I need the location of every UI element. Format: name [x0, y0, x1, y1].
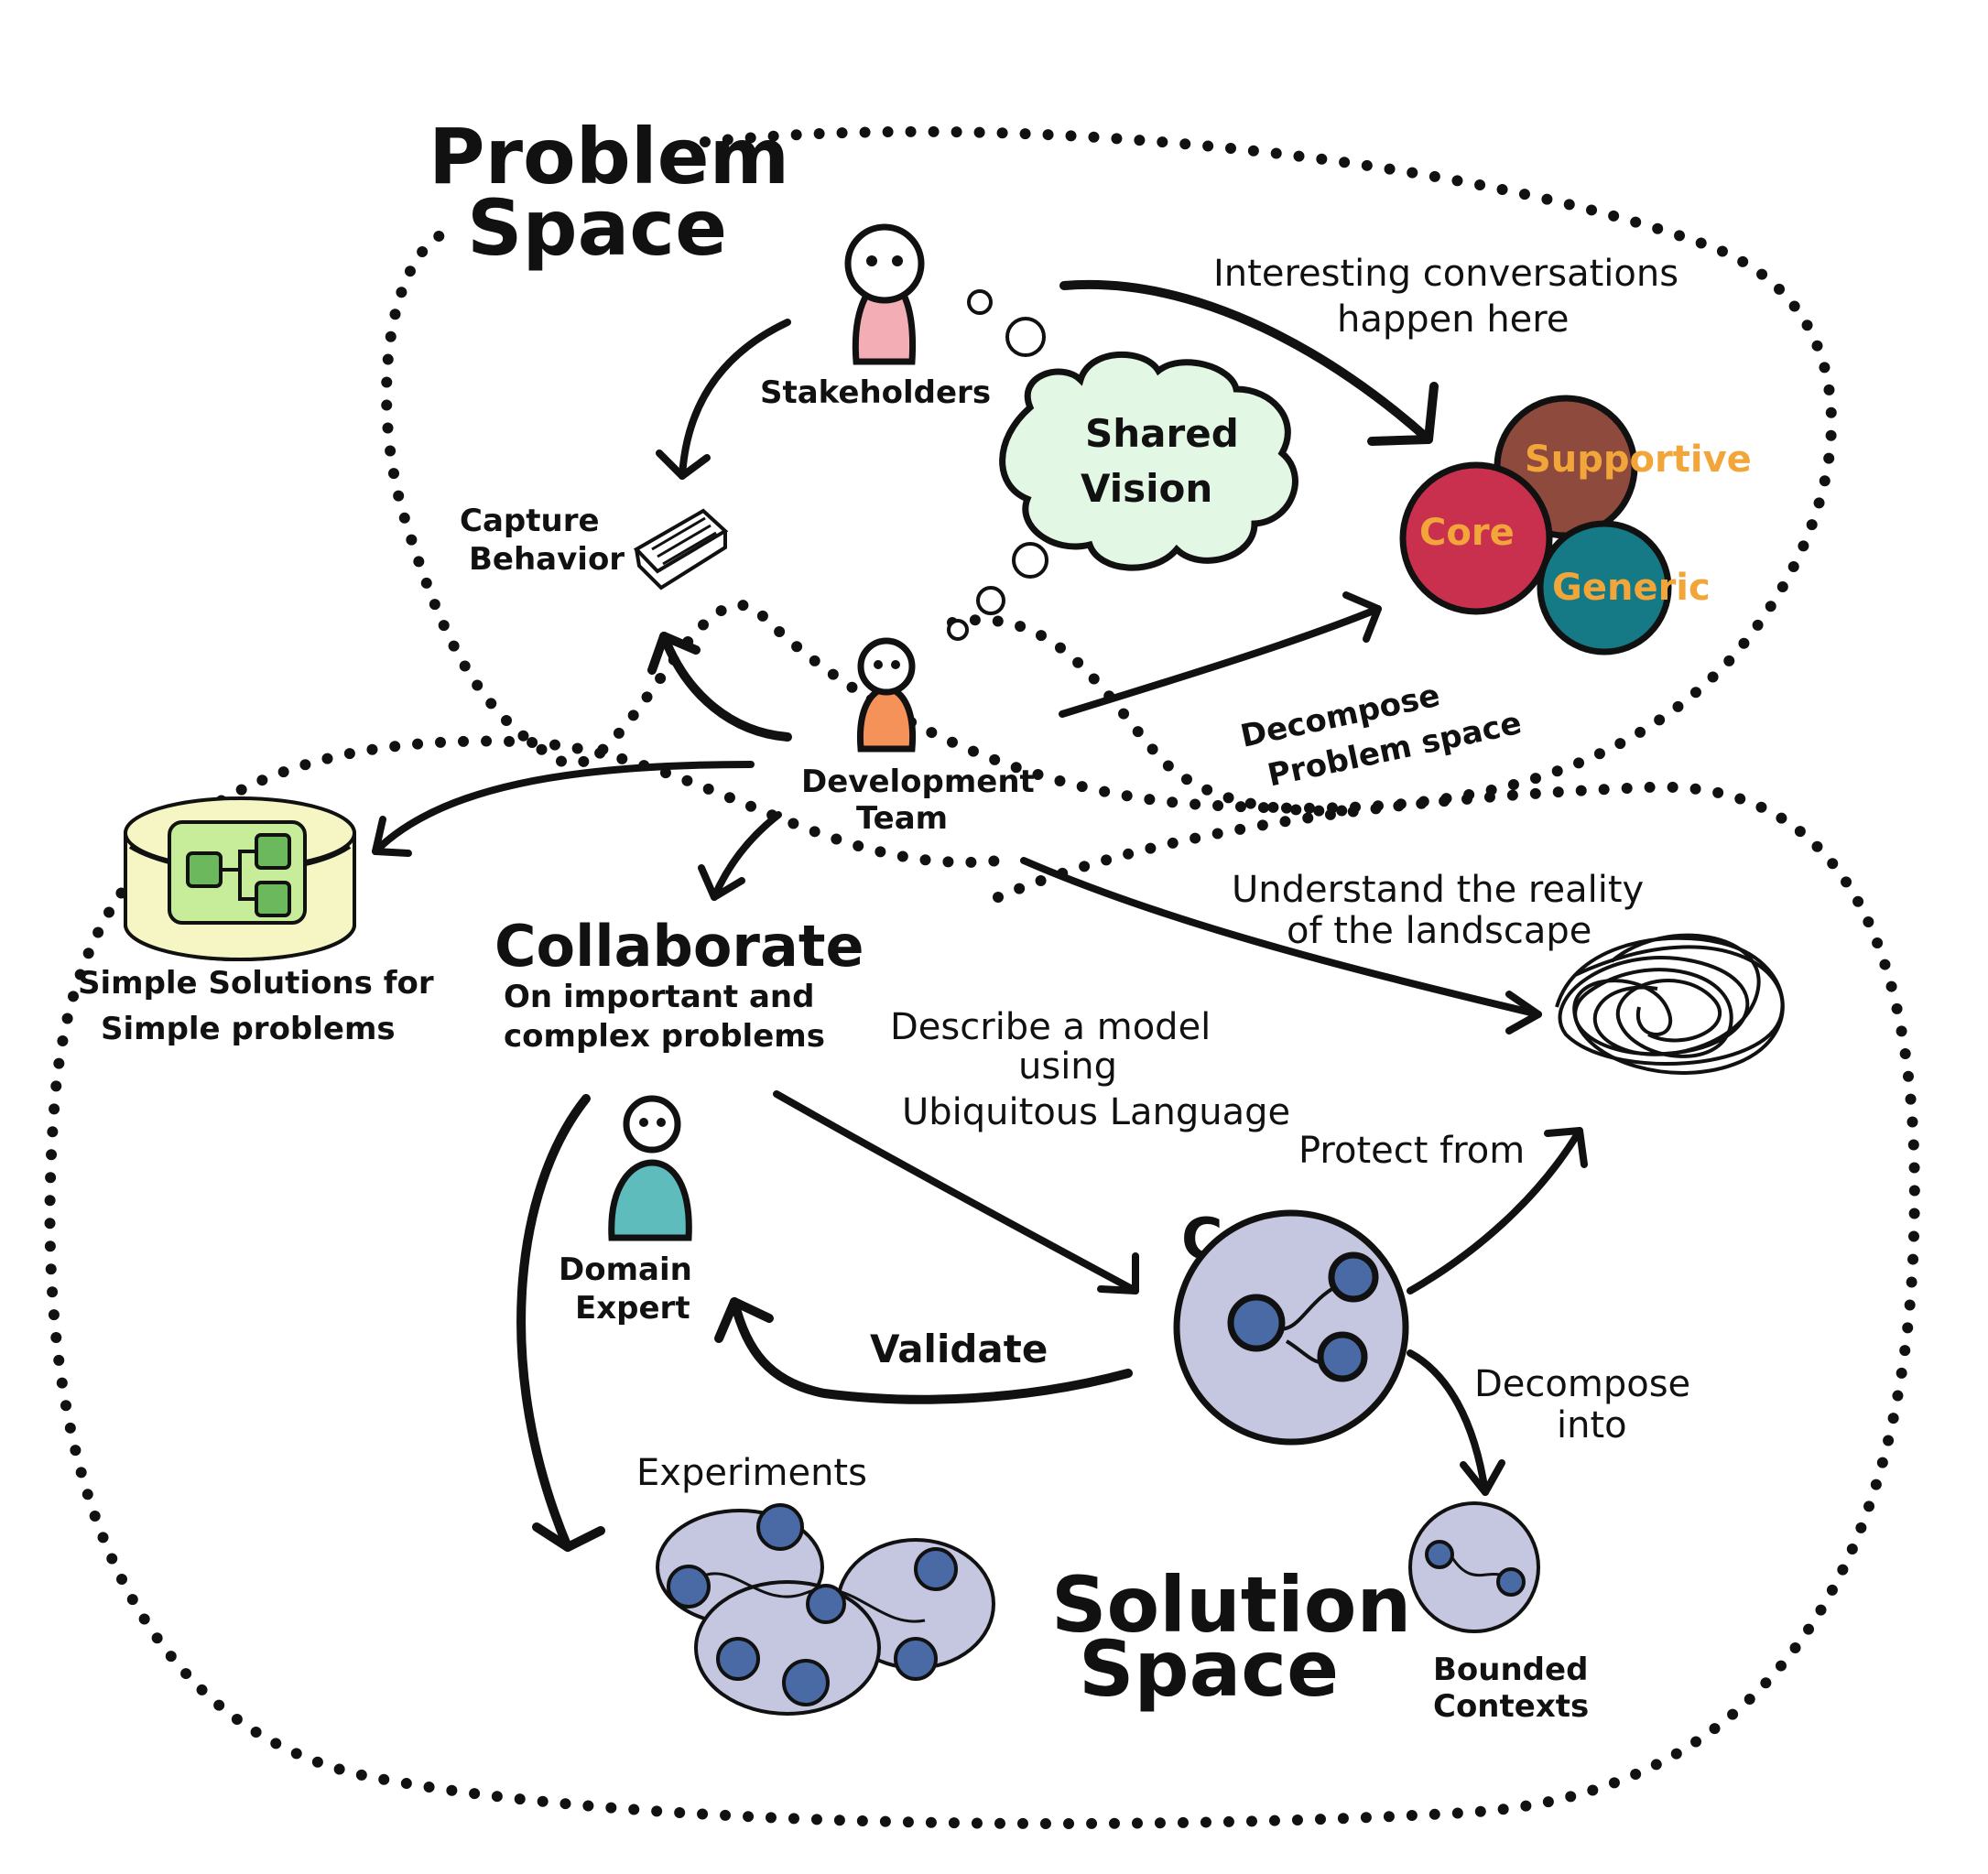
- simple-solutions-label: Simple Solutions for Simple problems: [78, 965, 434, 1047]
- arrow-code-to-protect: [1407, 1127, 1588, 1294]
- svg-text:Ubiquitous Language: Ubiquitous Language: [902, 1091, 1290, 1133]
- svg-text:Domain: Domain: [559, 1251, 692, 1288]
- arrow-code-to-bounded-contexts: [1407, 1349, 1505, 1496]
- svg-text:Describe a model: Describe a model: [890, 1006, 1211, 1048]
- svg-text:Solution: Solution: [1051, 1560, 1411, 1650]
- svg-text:Simple Solutions for: Simple Solutions for: [78, 965, 434, 1002]
- core-subdomain: [1399, 461, 1553, 615]
- simple-solutions-icon: [124, 796, 356, 961]
- code-model: [1173, 1209, 1409, 1446]
- svg-text:Space: Space: [1079, 1624, 1339, 1714]
- svg-text:Contexts: Contexts: [1433, 1688, 1589, 1725]
- collaborate-block: Collaborate On important and complex pro…: [494, 913, 864, 1055]
- problem-space-inner-boundary: [947, 614, 1361, 817]
- svg-text:into: into: [1557, 1404, 1627, 1446]
- arrow-code-to-domain-expert: [714, 1297, 1133, 1404]
- bounded-contexts-label: Bounded Contexts: [1433, 1652, 1589, 1725]
- experiment-node: [782, 1659, 830, 1706]
- experiment-node: [667, 1565, 711, 1609]
- capture-behavior: Capture Behavior: [460, 503, 625, 578]
- arrow-team-to-subdomains: [1059, 591, 1382, 718]
- svg-text:Team: Team: [856, 800, 948, 837]
- thought-bubbles-top: [967, 289, 1046, 357]
- arrow-collaborate-to-experiments: [516, 1094, 605, 1552]
- experiments-label: Experiments: [636, 1452, 867, 1494]
- experiment-node: [914, 1547, 958, 1591]
- arrow-team-to-collaborate: [698, 811, 782, 901]
- svg-text:Generic: Generic: [1552, 567, 1711, 609]
- stakeholders-label: Stakeholders: [760, 374, 991, 411]
- understand-reality-label: Understand the reality of the landscape: [1232, 869, 1644, 952]
- svg-text:using: using: [1018, 1045, 1117, 1088]
- arrow-stakeholders-to-capture: [656, 319, 791, 480]
- svg-text:Capture: Capture: [460, 503, 600, 539]
- svg-text:Space: Space: [467, 183, 727, 273]
- solution-space-title: Solution Space: [1051, 1560, 1411, 1714]
- subdomain-cluster: Supportive Core Generic: [1399, 395, 1752, 655]
- experiment-node: [806, 1584, 846, 1624]
- svg-text:Core: Core: [1419, 512, 1515, 554]
- svg-text:Vision: Vision: [1081, 466, 1212, 511]
- problem-space-title: Problem Space: [429, 112, 789, 273]
- bounded-context-icon: [1408, 1501, 1540, 1633]
- experiment-node: [894, 1637, 938, 1681]
- protect-from-label: Protect from: [1298, 1130, 1525, 1172]
- svg-text:Expert: Expert: [575, 1290, 690, 1327]
- svg-text:Supportive: Supportive: [1525, 439, 1752, 481]
- experiment-node: [756, 1503, 804, 1551]
- svg-text:complex problems: complex problems: [504, 1018, 825, 1055]
- development-team-label: Development Team: [801, 764, 1035, 837]
- svg-text:Interesting conversations: Interesting conversations: [1213, 253, 1678, 295]
- document-icon: [633, 508, 729, 590]
- svg-text:Simple problems: Simple problems: [101, 1011, 396, 1047]
- generic-subdomain: [1537, 520, 1672, 655]
- development-team-figure: [856, 637, 917, 753]
- svg-text:Decompose: Decompose: [1474, 1363, 1690, 1405]
- svg-text:Collaborate: Collaborate: [494, 913, 864, 980]
- messy-landscape-scribble: [1555, 933, 1785, 1075]
- arrow-team-to-simple-solutions: [372, 761, 755, 857]
- stakeholders-figure: [844, 223, 925, 365]
- domain-expert-label: Domain Expert: [559, 1251, 692, 1327]
- svg-text:Shared: Shared: [1085, 411, 1239, 456]
- svg-text:Understand the reality: Understand the reality: [1232, 869, 1644, 911]
- experiments-cluster: [656, 1503, 995, 1716]
- svg-text:Development: Development: [801, 764, 1035, 800]
- arrow-team-to-landscape: [1020, 857, 1542, 1034]
- decompose-problem-label: Decompose Problem space: [1237, 677, 1525, 795]
- shared-vision-cloud: Shared Vision: [999, 351, 1298, 571]
- validate-label: Validate: [870, 1327, 1048, 1371]
- svg-text:Behavior: Behavior: [469, 541, 625, 578]
- svg-text:On important and: On important and: [504, 979, 814, 1015]
- describe-model-label: Describe a model using Ubiquitous Langua…: [890, 1006, 1290, 1133]
- arrow-team-to-capture: [647, 632, 792, 742]
- arrow-vision-to-subdomains: [1059, 279, 1439, 446]
- arrow-collaborate-to-code: [773, 1090, 1139, 1294]
- experiment-node: [716, 1637, 760, 1681]
- decompose-into-label: Decompose into: [1474, 1363, 1690, 1446]
- svg-text:happen here: happen here: [1337, 298, 1569, 341]
- conversations-label: Interesting conversations happen here: [1213, 253, 1678, 341]
- svg-text:Bounded: Bounded: [1433, 1652, 1588, 1688]
- svg-text:of the landscape: of the landscape: [1287, 910, 1591, 952]
- svg-text:Problem: Problem: [429, 112, 789, 201]
- domain-expert-figure: [608, 1095, 692, 1241]
- problem-space-boundary: [381, 125, 1837, 814]
- thought-bubbles-bottom: [947, 542, 1048, 641]
